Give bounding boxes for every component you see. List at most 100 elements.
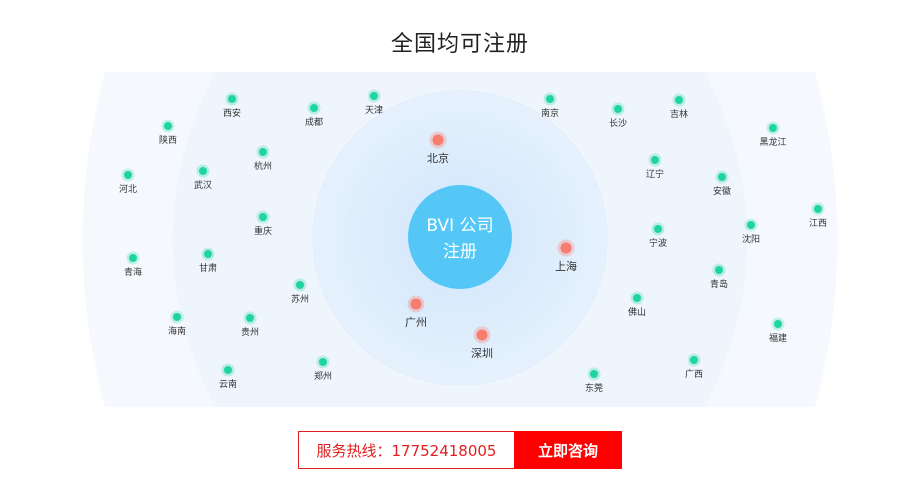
city-label: 青海 — [124, 266, 142, 278]
city-dot — [715, 266, 723, 274]
city-dot — [224, 366, 232, 374]
city-dot — [774, 320, 782, 328]
city-marker: 河北 — [119, 168, 137, 195]
city-dot — [690, 356, 698, 364]
city-label: 长沙 — [609, 117, 627, 129]
city-marker: 长沙 — [609, 102, 627, 129]
city-label: 黑龙江 — [759, 136, 786, 148]
city-dot — [546, 95, 554, 103]
city-label: 青岛 — [710, 278, 728, 290]
city-marker: 青岛 — [710, 263, 728, 290]
city-dot — [246, 314, 254, 322]
city-dot — [633, 294, 641, 302]
city-dot — [259, 148, 267, 156]
city-label: 苏州 — [291, 293, 309, 305]
major-city-dot — [560, 242, 572, 254]
page-title: 全国均可注册 — [390, 32, 529, 57]
city-marker: 武汉 — [194, 164, 212, 191]
city-dot — [296, 281, 304, 289]
city-marker: 贵州 — [241, 311, 259, 338]
major-city-dot — [410, 298, 422, 310]
center-text-line1: BVI 公司 — [426, 216, 493, 236]
city-label: 贵州 — [241, 326, 259, 338]
city-marker: 成都 — [305, 101, 323, 128]
city-label: 海南 — [168, 325, 186, 337]
major-city-label: 北京 — [427, 151, 449, 165]
city-label: 广西 — [685, 368, 703, 380]
city-marker: 沈阳 — [742, 218, 760, 245]
city-label: 江西 — [809, 218, 827, 229]
city-marker: 吉林 — [670, 93, 688, 120]
city-label: 河北 — [119, 183, 137, 195]
city-marker: 云南 — [219, 363, 237, 390]
city-label: 重庆 — [254, 225, 272, 237]
city-dot — [199, 167, 207, 175]
consult-button[interactable]: 立即咨询 — [514, 431, 622, 469]
city-dot — [310, 104, 318, 112]
city-marker: 江西 — [809, 202, 827, 229]
city-label: 武汉 — [194, 179, 212, 191]
city-label: 宁波 — [649, 237, 667, 249]
city-dot — [718, 173, 726, 181]
major-city-marker: 上海 — [555, 239, 577, 273]
major-city-dot — [476, 329, 488, 341]
city-dot — [651, 156, 659, 164]
city-dot — [164, 122, 172, 130]
city-marker: 西安 — [223, 92, 241, 119]
city-label: 安徽 — [713, 185, 731, 197]
city-marker: 南京 — [541, 92, 559, 119]
major-city-label: 上海 — [555, 259, 577, 273]
city-marker: 天津 — [365, 89, 383, 116]
city-marker: 辽宁 — [646, 153, 664, 180]
city-marker: 福建 — [769, 317, 787, 344]
city-marker: 海南 — [168, 310, 186, 337]
city-marker: 重庆 — [254, 210, 272, 237]
hotline-text: 服务热线：17752418005 — [298, 431, 514, 469]
city-label: 甘肃 — [199, 262, 217, 274]
city-label: 陕西 — [159, 134, 177, 146]
city-marker: 郑州 — [314, 355, 332, 382]
city-dot — [319, 358, 327, 366]
city-dot — [259, 213, 267, 221]
city-dot — [747, 221, 755, 229]
city-marker: 甘肃 — [199, 247, 217, 274]
city-label: 南京 — [541, 107, 559, 119]
city-dot — [675, 96, 683, 104]
city-label: 天津 — [365, 105, 383, 116]
city-label: 成都 — [305, 116, 323, 128]
hotline-bar: 服务热线：17752418005 立即咨询 — [298, 431, 622, 469]
city-label: 吉林 — [670, 108, 688, 120]
inner-ring — [312, 90, 608, 386]
city-label: 福建 — [769, 332, 787, 344]
city-label: 东莞 — [585, 382, 603, 394]
coverage-map: BVI 公司 注册 西安成都天津陕西杭州河北武汉重庆青海甘肃苏州海南贵州云南郑州… — [118, 72, 828, 407]
city-label: 云南 — [219, 378, 237, 390]
city-dot — [814, 205, 822, 213]
city-label: 郑州 — [314, 370, 332, 382]
city-dot — [204, 250, 212, 258]
city-marker: 苏州 — [291, 278, 309, 305]
major-city-marker: 广州 — [405, 295, 427, 329]
city-marker: 杭州 — [254, 145, 272, 172]
city-dot — [129, 254, 137, 262]
city-dot — [614, 105, 622, 113]
city-label: 西安 — [223, 107, 241, 119]
city-label: 杭州 — [254, 160, 272, 172]
city-marker: 佛山 — [628, 291, 646, 318]
city-dot — [769, 124, 777, 132]
major-city-marker: 北京 — [427, 131, 449, 165]
major-city-marker: 深圳 — [471, 326, 493, 360]
city-marker: 东莞 — [585, 367, 603, 394]
city-dot — [228, 95, 236, 103]
city-marker: 青海 — [124, 251, 142, 278]
city-label: 沈阳 — [742, 233, 760, 245]
city-label: 辽宁 — [646, 168, 664, 180]
city-dot — [370, 92, 378, 100]
city-dot — [124, 171, 132, 179]
city-marker: 陕西 — [159, 119, 177, 146]
city-dot — [590, 370, 598, 378]
major-city-label: 广州 — [405, 316, 427, 329]
city-dot — [173, 313, 181, 321]
